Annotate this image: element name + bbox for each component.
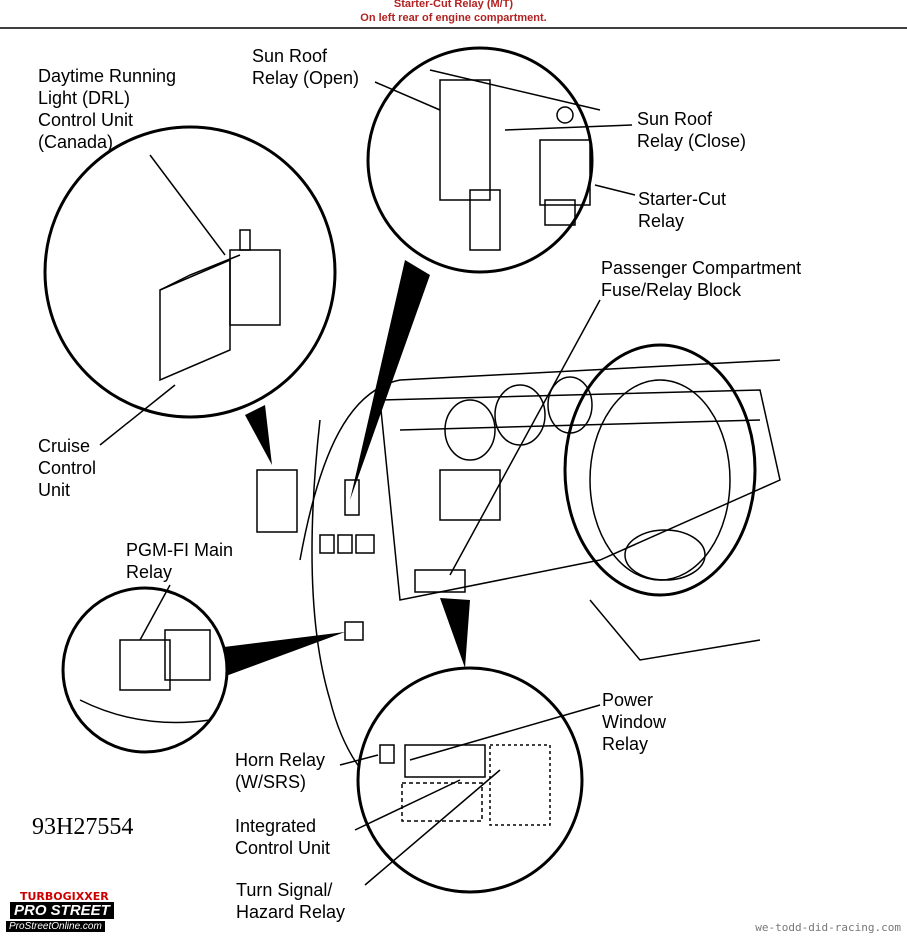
callout-wedges: [200, 260, 470, 680]
logo-top-text: TURBOGIXXER: [20, 890, 109, 903]
pgm-fi-detail-circle: [61, 586, 229, 754]
label-integrated-control-unit: Integrated Control Unit: [235, 816, 331, 858]
prostreet-logo: TURBOGIXXER PRO STREET ProStreetOnline.c…: [2, 890, 127, 936]
leader-lines: [99, 81, 636, 886]
label-sunroof-relay-close: Sun Roof Relay (Close): [637, 109, 747, 151]
logo-name: PRO STREET: [10, 902, 114, 919]
pgm-fi-relay-shape: [344, 621, 364, 641]
label-drl-control-unit: Daytime Running Light (DRL) Control Unit…: [38, 66, 177, 152]
logo-url: ProStreetOnline.com: [6, 921, 105, 932]
label-pgm-fi-main-relay: PGM-FI Main Relay: [126, 540, 234, 582]
label-turn-signal-relay: Turn Signal/ Hazard Relay: [236, 880, 346, 922]
sunroof-detail-circle: [366, 46, 594, 274]
dashboard-drawing: [256, 343, 781, 791]
label-power-window-relay: Power Window Relay: [602, 690, 667, 754]
fuse-block-detail-circle: [356, 666, 584, 894]
fuse-block-shape: [414, 569, 466, 593]
header-title: Starter-Cut Relay (M/T): [393, 0, 514, 10]
label-horn-relay: Horn Relay (W/SRS): [235, 750, 326, 792]
header-subtitle: On left rear of engine compartment.: [360, 12, 547, 24]
detail-contents: [79, 69, 601, 826]
cruise-control-unit: [256, 469, 298, 533]
figure-code: 93H27554: [32, 814, 134, 840]
drl-detail-circle: [43, 125, 337, 419]
label-fuse-relay-block: Passenger Compartment Fuse/Relay Block: [601, 258, 802, 300]
watermark: we-todd-did-racing.com: [755, 921, 901, 934]
label-sunroof-relay-open: Sun Roof Relay (Open): [252, 46, 360, 88]
label-starter-cut-relay: Starter-Cut Relay: [638, 189, 727, 231]
label-cruise-control-unit: Cruise Control Unit: [38, 436, 97, 500]
